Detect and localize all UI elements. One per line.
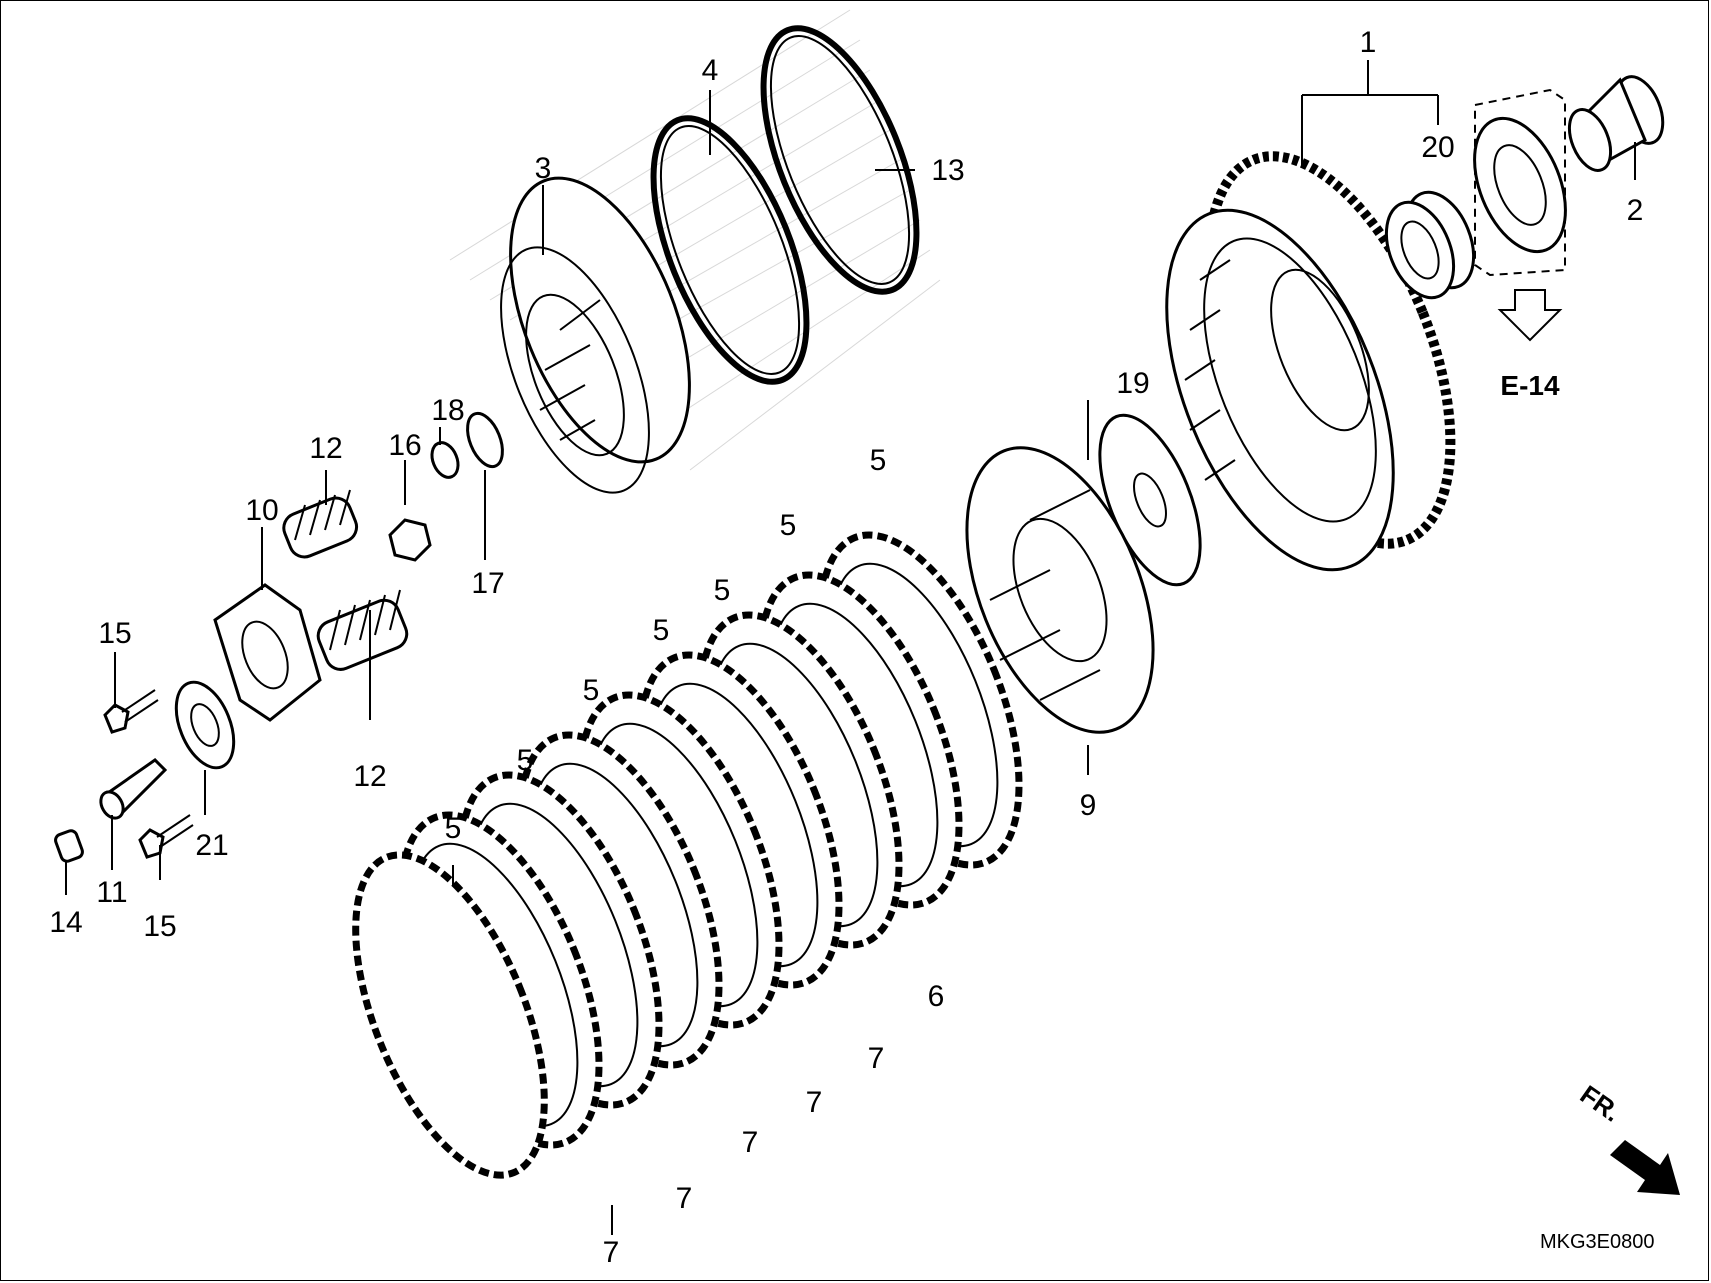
part-1-clutch-outer (1165, 151, 1456, 572)
front-direction-indicator: FR. (1575, 1079, 1680, 1195)
part-3-clutch-center (500, 176, 691, 494)
callout-14: 14 (49, 906, 82, 939)
part-15-bolt-lower (138, 814, 194, 859)
callout-9: 9 (1080, 789, 1097, 822)
part-13-ring (760, 25, 920, 295)
callout-1: 1 (1360, 26, 1377, 59)
callout-5-a: 5 (870, 444, 887, 477)
reference-label: E-14 (1500, 370, 1560, 401)
part-16-nut (388, 518, 432, 562)
part-9-pressure-plate (965, 446, 1155, 734)
callout-21: 21 (195, 829, 228, 862)
callout-7-b: 7 (806, 1086, 823, 1119)
callout-5-e: 5 (583, 674, 600, 707)
callout-11: 11 (96, 876, 127, 909)
part-20-needle-bearing (1384, 190, 1476, 300)
callout-5-c: 5 (714, 574, 731, 607)
part-12-springs (282, 489, 409, 671)
callout-18: 18 (431, 394, 464, 427)
callout-5-g: 5 (445, 812, 462, 845)
callout-15-b: 15 (143, 910, 176, 943)
callout-15-a: 15 (98, 617, 131, 650)
clutch-plate-stack (352, 531, 1023, 1179)
part-18-washer (430, 441, 460, 479)
callout-12-a: 12 (309, 432, 342, 465)
part-15-bolt-upper (103, 689, 159, 734)
callout-3: 3 (535, 152, 552, 185)
e14-arrow-icon (1497, 289, 1563, 342)
front-arrow-icon (1610, 1140, 1680, 1195)
callout-16: 16 (388, 429, 421, 462)
part-4-ring (650, 115, 810, 385)
callout-13: 13 (931, 154, 964, 187)
part-2-collar (1567, 75, 1665, 172)
callout-7-a: 7 (868, 1042, 885, 1075)
watermark-hatching (449, 9, 941, 471)
callout-7-d: 7 (676, 1182, 693, 1215)
part-14-cap (54, 829, 84, 863)
callout-5-d: 5 (653, 614, 670, 647)
callout-17: 17 (471, 567, 504, 600)
callout-7-e: 7 (603, 1236, 620, 1269)
callout-20: 20 (1421, 131, 1454, 164)
part-21-bearing (174, 680, 236, 770)
e14-group-box (1473, 88, 1567, 277)
callout-6: 6 (928, 980, 945, 1013)
part-17-washer (466, 411, 504, 469)
direction-label: FR. (1575, 1079, 1627, 1128)
callout-5-b: 5 (780, 509, 797, 542)
callout-5-f: 5 (517, 744, 534, 777)
drawing-code: MKG3E0800 (1540, 1231, 1655, 1253)
callout-4: 4 (702, 54, 719, 87)
callout-12-b: 12 (353, 760, 386, 793)
callout-19: 19 (1116, 367, 1149, 400)
callout-10: 10 (245, 494, 278, 527)
callout-7-c: 7 (742, 1126, 759, 1159)
leader-lines (65, 60, 1636, 1235)
callout-2: 2 (1627, 194, 1644, 227)
part-19-washer (1098, 413, 1202, 587)
part-11-lifter-rod (99, 758, 168, 820)
part-10-lifter-plate (213, 583, 322, 722)
